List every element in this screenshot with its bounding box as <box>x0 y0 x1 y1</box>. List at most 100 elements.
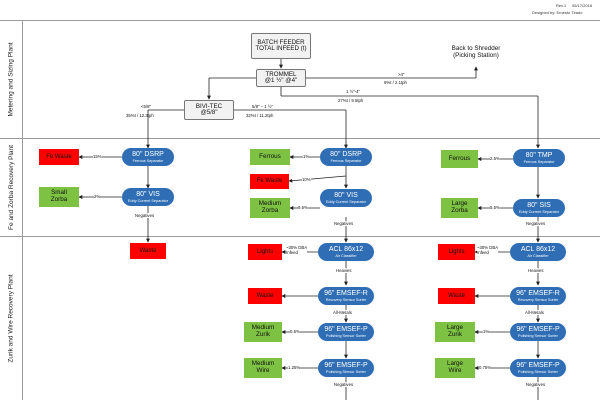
waste-output-2: Waste <box>248 288 282 304</box>
large-zorba-output: Large Zorba <box>441 198 478 218</box>
revision-date: 05/17/2018 <box>572 3 593 8</box>
flow-label-0-5pct: 0.5% <box>290 329 300 335</box>
emsef-r-node-2-title: 96" EMSEF-R <box>516 289 560 297</box>
emsef-p-node-1: 96" EMSEF-P Polishing Sensor Sorter <box>318 323 374 341</box>
dsrp-node-1-subtitle: Ferrous Separator <box>132 159 164 164</box>
flow-label-negatives-4: Negatives <box>334 382 354 388</box>
flow-label-lt58: <5/8" <box>141 104 152 109</box>
emsef-p-node-1-subtitle: Polishing Sensor Sorter <box>326 334 366 339</box>
flow-label-negatives-5: Negatives <box>526 382 546 388</box>
medium-zorba-output: Medium Zorba <box>250 198 290 218</box>
flow-label-negatives-1: Negatives <box>135 213 155 219</box>
flow-label-dba-infeed-1: ~30% DBA Infeed <box>286 245 308 256</box>
flow-label-gt4-rate: 6%t / 2.1tph <box>384 80 407 85</box>
flow-label-10pct: 10% <box>302 177 311 183</box>
acl-node-2: ACL 86x12 Air Classifier <box>510 243 566 261</box>
ferrous-output-2: Ferrous <box>441 150 478 168</box>
small-zorba-output: Small Zorba <box>39 187 79 207</box>
sis-node-subtitle: Eddy Current Separator <box>518 210 560 215</box>
flow-label-0-75pct: 0.75% <box>479 365 492 371</box>
medium-wire-output: Medium Wire <box>244 358 282 378</box>
acl-node-2-subtitle: Air Classifier <box>527 254 549 259</box>
revision-label: Rev.1 <box>556 3 567 8</box>
waste-output-1: Waste <box>130 243 166 259</box>
waste-output-3: Waste <box>438 288 475 304</box>
flow-label-all-metals-2: All-Metals <box>525 310 544 316</box>
emsef-r-node-1-title: 96" EMSEF-R <box>324 289 368 297</box>
vis-node-1: 80" VIS Eddy Current Separator <box>122 188 174 206</box>
emsef-r-node-2: 96" EMSEF-R Recovery Sensor Sorter <box>510 287 566 305</box>
flow-label-heavies-1: Heavies <box>336 268 352 274</box>
flow-label-heavies-2: Heavies <box>528 268 544 274</box>
emsef-p-node-1-title: 96" EMSEF-P <box>324 325 368 333</box>
lane-top-border <box>0 20 600 21</box>
emsef-r-node-1-subtitle: Recovery Sensor Sorter <box>325 298 367 303</box>
vis-node-2: 80" VIS Eddy Current Separator <box>320 189 372 207</box>
sis-node-title: 80" SIS <box>527 201 551 209</box>
flow-label-1pct-a: 1% <box>303 154 310 160</box>
fe-waste-output-2: Fe Waste <box>250 174 289 189</box>
emsef-p-node-3-title: 96" EMSEF-P <box>516 325 560 333</box>
flow-label-58-15: 5/8" – 1 ½" <box>252 104 273 109</box>
tmp-node: 80" TMP Ferrous Separator <box>513 149 565 167</box>
acl-node-1-subtitle: Air Classifier <box>335 254 357 259</box>
bivitec-node: BIVI-TEC @5/8" <box>184 100 234 120</box>
back-to-shredder-node: Back to Shredder (Picking Station) <box>451 45 501 59</box>
medium-zurik-output: Medium Zurik <box>244 322 282 342</box>
flow-label-negatives-3: Negatives <box>526 221 546 227</box>
flow-label-15-4: 1 ½"-4" <box>346 89 361 94</box>
flow-label-15-4-rate: 27%t / 9.5tph <box>338 98 364 103</box>
emsef-p-node-4-title: 96" EMSEF-P <box>516 361 560 369</box>
vis-node-1-title: 80" VIS <box>136 190 160 198</box>
flow-label-2pct: 2% <box>94 194 101 200</box>
vis-node-1-subtitle: Eddy Current Separator <box>127 199 169 204</box>
flow-label-gt4: >4" <box>398 72 405 77</box>
flow-label-2-5pct: 2.5% <box>490 156 500 162</box>
lights-output-1: Lights <box>248 244 282 260</box>
flow-label-15pct: 15% <box>93 154 102 160</box>
emsef-r-node-2-subtitle: Recovery Sensor Sorter <box>517 298 559 303</box>
emsef-p-node-2-subtitle: Polishing Sensor Sorter <box>326 370 366 375</box>
vis-node-2-title: 80" VIS <box>334 191 358 199</box>
vis-node-2-subtitle: Eddy Current Separator <box>325 200 367 205</box>
emsef-p-node-2-title: 96" EMSEF-P <box>324 361 368 369</box>
lights-output-2: Lights <box>438 244 475 260</box>
flow-label-dba-infeed-2: ~30% DBA Infeed <box>477 245 499 256</box>
emsef-p-node-4-subtitle: Polishing Sensor Sorter <box>518 370 558 375</box>
trommel-node: TROMMEL @1 ½" @4" <box>256 69 306 87</box>
ferrous-output-1: Ferrous <box>250 149 290 165</box>
lane-label-divider <box>22 20 23 400</box>
flow-label-lt58-rate: 35%t / 12.3tph <box>126 113 154 118</box>
flow-label-negatives-2: Negatives <box>334 221 354 227</box>
flow-label-1pct-b: 1% <box>483 329 490 335</box>
dsrp-node-2: 80" DSRP Ferrous Separator <box>320 148 372 166</box>
fe-waste-output-1: Fe Waste <box>39 149 79 165</box>
acl-node-2-title: ACL 86x12 <box>520 245 556 253</box>
flow-label-9-5pct: 9.5% <box>298 205 308 211</box>
tmp-node-title: 80" TMP <box>525 151 553 159</box>
lane-border-2 <box>0 236 600 237</box>
emsef-p-node-4: 96" EMSEF-P Polishing Sensor Sorter <box>510 359 566 377</box>
dsrp-node-2-subtitle: Ferrous Separator <box>330 159 362 164</box>
dsrp-node-1: 80" DSRP Ferrous Separator <box>122 148 174 166</box>
emsef-p-node-2: 96" EMSEF-P Polishing Sensor Sorter <box>318 359 374 377</box>
lane-border-1 <box>0 138 600 139</box>
emsef-p-node-3: 96" EMSEF-P Polishing Sensor Sorter <box>510 323 566 341</box>
flow-label-1-25pct: 1.25% <box>288 365 301 371</box>
emsef-r-node-1: 96" EMSEF-R Recovery Sensor Sorter <box>318 287 374 305</box>
acl-node-1: ACL 86x12 Air Classifier <box>318 243 374 261</box>
flow-label-all-metals-1: All-Metals <box>333 310 352 316</box>
acl-node-1-title: ACL 86x12 <box>328 245 364 253</box>
sis-node: 80" SIS Eddy Current Separator <box>513 199 565 217</box>
large-zurik-output: Large Zurik <box>435 322 475 342</box>
flow-label-58-15-rate: 32%t / 11.2tph <box>246 113 274 118</box>
large-wire-output: Large Wire <box>435 358 475 378</box>
dsrp-node-1-title: 80" DSRP <box>132 150 164 158</box>
batch-feeder-node: BATCH FEEDER TOTAL INFEED (t) <box>251 33 311 59</box>
designer-label: Designed by: Ernesto Tirado <box>532 10 583 15</box>
tmp-node-subtitle: Ferrous Separator <box>523 160 555 165</box>
dsrp-node-2-title: 80" DSRP <box>330 150 362 158</box>
emsef-p-node-3-subtitle: Polishing Sensor Sorter <box>518 334 558 339</box>
flow-label-5-5pct: 5.5% <box>490 205 500 211</box>
